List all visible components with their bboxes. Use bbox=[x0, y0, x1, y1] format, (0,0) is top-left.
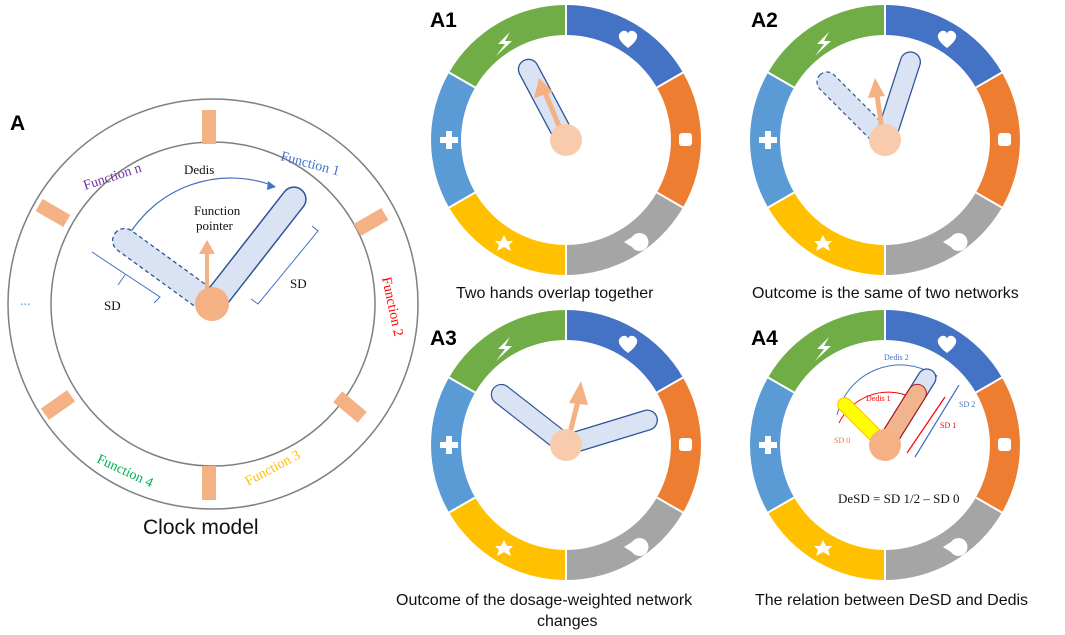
hour-marker bbox=[40, 390, 76, 420]
panel-a4-label: A4 bbox=[751, 327, 778, 350]
panel-a3-caption-line1: Outcome of the dosage-weighted network bbox=[396, 592, 693, 609]
dedis2-label: Dedis 2 bbox=[884, 353, 909, 362]
hub bbox=[869, 124, 901, 156]
function-4-label: Function 4 bbox=[94, 452, 155, 491]
panel-a1: A1 Two hands overlap together bbox=[430, 3, 702, 302]
panel-a4-caption: The relation between DeSD and Dedis bbox=[755, 592, 1028, 609]
hand-dashed bbox=[816, 71, 889, 144]
ellipsis-label: ... bbox=[20, 294, 31, 309]
sd1-line bbox=[906, 396, 946, 454]
panel-a3-caption-line2: changes bbox=[537, 613, 598, 630]
hub bbox=[550, 429, 582, 461]
clock-a3 bbox=[430, 308, 702, 582]
pointer-head bbox=[868, 78, 885, 98]
panel-a1-caption: Two hands overlap together bbox=[456, 285, 654, 302]
sd2-line bbox=[914, 384, 960, 458]
hour-marker bbox=[35, 198, 71, 228]
pointer-head bbox=[569, 381, 588, 405]
panel-a1-label: A1 bbox=[430, 9, 457, 32]
hub bbox=[550, 124, 582, 156]
function-pointer-head bbox=[199, 240, 215, 254]
panel-a4: A4 Dedis 2 Dedis 1 SD 0 SD 1 SD 2 DeSD =… bbox=[749, 308, 1028, 609]
outer-dial bbox=[7, 98, 419, 510]
desd-equation: DeSD = SD 1/2 – SD 0 bbox=[838, 491, 959, 506]
pointer-label-line1: Function bbox=[194, 203, 241, 218]
sd1-label: SD 1 bbox=[940, 421, 956, 430]
panel-a3: A3 Outcome of the dosage-weighted networ… bbox=[396, 308, 702, 630]
panel-a2-caption: Outcome is the same of two networks bbox=[752, 285, 1019, 302]
hour-marker bbox=[353, 207, 389, 237]
hour-markers bbox=[35, 110, 389, 500]
panel-a2: A2 Outcome is the same of two networks bbox=[749, 3, 1021, 302]
sd-right-bracket bbox=[250, 225, 319, 305]
hub bbox=[195, 287, 229, 321]
panel-a3-label: A3 bbox=[430, 327, 457, 350]
pointer-label-line2: pointer bbox=[196, 218, 233, 233]
hour-marker bbox=[202, 466, 216, 500]
dedis1-label: Dedis 1 bbox=[866, 394, 891, 403]
panel-a-caption: Clock model bbox=[143, 516, 259, 539]
hub bbox=[869, 429, 901, 461]
pointer-head bbox=[534, 78, 553, 98]
clock-a2 bbox=[749, 3, 1021, 277]
sd0-label: SD 0 bbox=[834, 436, 850, 445]
dedis-arrowhead bbox=[267, 181, 276, 190]
panel-a: A Function n Function 1 Function 2 Funct… bbox=[7, 98, 419, 539]
sd-right-label: SD bbox=[290, 276, 307, 291]
sd-left-bracket bbox=[91, 251, 161, 304]
clock-a4 bbox=[749, 308, 1021, 582]
hour-marker bbox=[202, 110, 216, 144]
function-n-label: Function n bbox=[82, 161, 144, 194]
dedis-arc bbox=[126, 177, 275, 239]
sd-left-tick bbox=[117, 274, 126, 286]
sd2-label: SD 2 bbox=[959, 400, 975, 409]
function-2-label: Function 2 bbox=[378, 276, 405, 338]
sd-left-label: SD bbox=[104, 298, 121, 313]
hour-marker bbox=[333, 391, 367, 423]
panel-a2-label: A2 bbox=[751, 9, 778, 32]
dedis-label: Dedis bbox=[184, 162, 214, 177]
panel-a-label: A bbox=[10, 112, 25, 135]
clock-a1 bbox=[430, 3, 702, 277]
